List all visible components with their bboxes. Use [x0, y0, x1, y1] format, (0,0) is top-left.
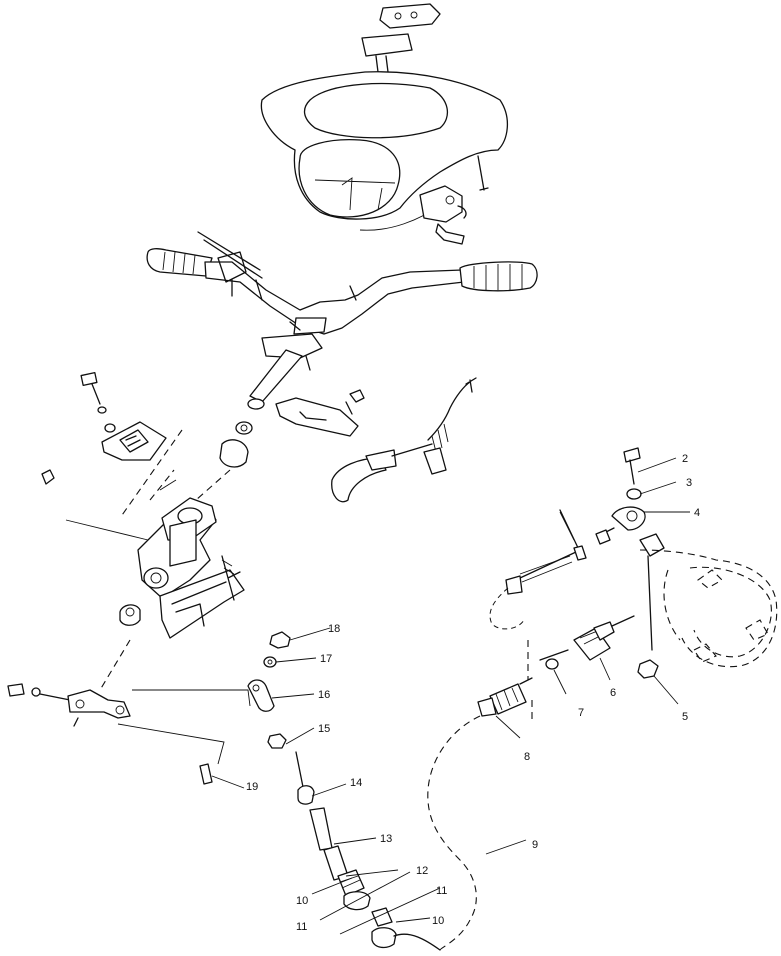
handlebar-pod-cover: [260, 71, 508, 231]
steering-post-bushing: [219, 421, 253, 468]
callout-17: 17: [320, 653, 332, 665]
bracket-lower-bushing: [119, 604, 141, 626]
part-4-rod-end: [595, 506, 646, 545]
callout-16: 16: [318, 689, 330, 701]
throttle-control-housing: [419, 185, 467, 245]
part-8-cable-end: [477, 677, 533, 717]
throttle-cable-left: [295, 751, 441, 951]
callout-15: 15: [318, 723, 330, 735]
bracket-nut-left: [41, 469, 149, 541]
part-6-cable-adjuster: [539, 615, 635, 661]
callout-19: 19: [246, 781, 258, 793]
steering-post-shaft: [247, 349, 311, 410]
steering-support-bracket: [137, 497, 245, 639]
callout-3: 3: [686, 477, 692, 489]
callout-8: 8: [524, 751, 530, 763]
handlebar-mounting-bolt: [80, 372, 116, 433]
callout-13: 13: [380, 833, 392, 845]
part-7-washer: [545, 658, 559, 670]
callout-11-left: 11: [296, 921, 307, 933]
part-18-nut: [269, 631, 291, 649]
callout-4: 4: [694, 507, 700, 519]
tether-switch-cord: [331, 377, 477, 503]
callout-5: 5: [682, 711, 688, 723]
part-3-washer: [626, 488, 642, 500]
callout-2: 2: [682, 453, 688, 465]
brake-lever-assembly: [7, 683, 131, 727]
steering-leader-lines: [99, 429, 231, 691]
callout-12: 12: [416, 865, 428, 877]
callout-11-right: 11: [436, 885, 447, 897]
carburetor-outline: [639, 533, 778, 668]
callout-10-lower: 10: [432, 915, 444, 927]
part-15-nut: [267, 733, 287, 749]
callout-leaders: [211, 457, 690, 935]
callout-9: 9: [532, 839, 538, 851]
callout-6: 6: [610, 687, 616, 699]
accel-cable-right: [489, 509, 587, 630]
part-5-nut: [637, 659, 659, 679]
callout-18: 18: [328, 623, 340, 635]
part-2-bolt: [623, 447, 641, 485]
handlebar: [146, 231, 538, 359]
lever-leader-lines: [117, 689, 251, 765]
part-16-link: [247, 679, 275, 712]
part-9-cable-housing: [427, 640, 533, 951]
engine-stop-switch: [275, 389, 365, 437]
steering-block-clamp: [101, 421, 167, 461]
callout-7: 7: [578, 707, 584, 719]
part-19-screw: [199, 763, 213, 785]
callout-14: 14: [350, 777, 362, 789]
part-17-washer: [263, 656, 277, 668]
callout-10-upper: 10: [296, 895, 308, 907]
headlight-switch-top: [361, 3, 441, 73]
